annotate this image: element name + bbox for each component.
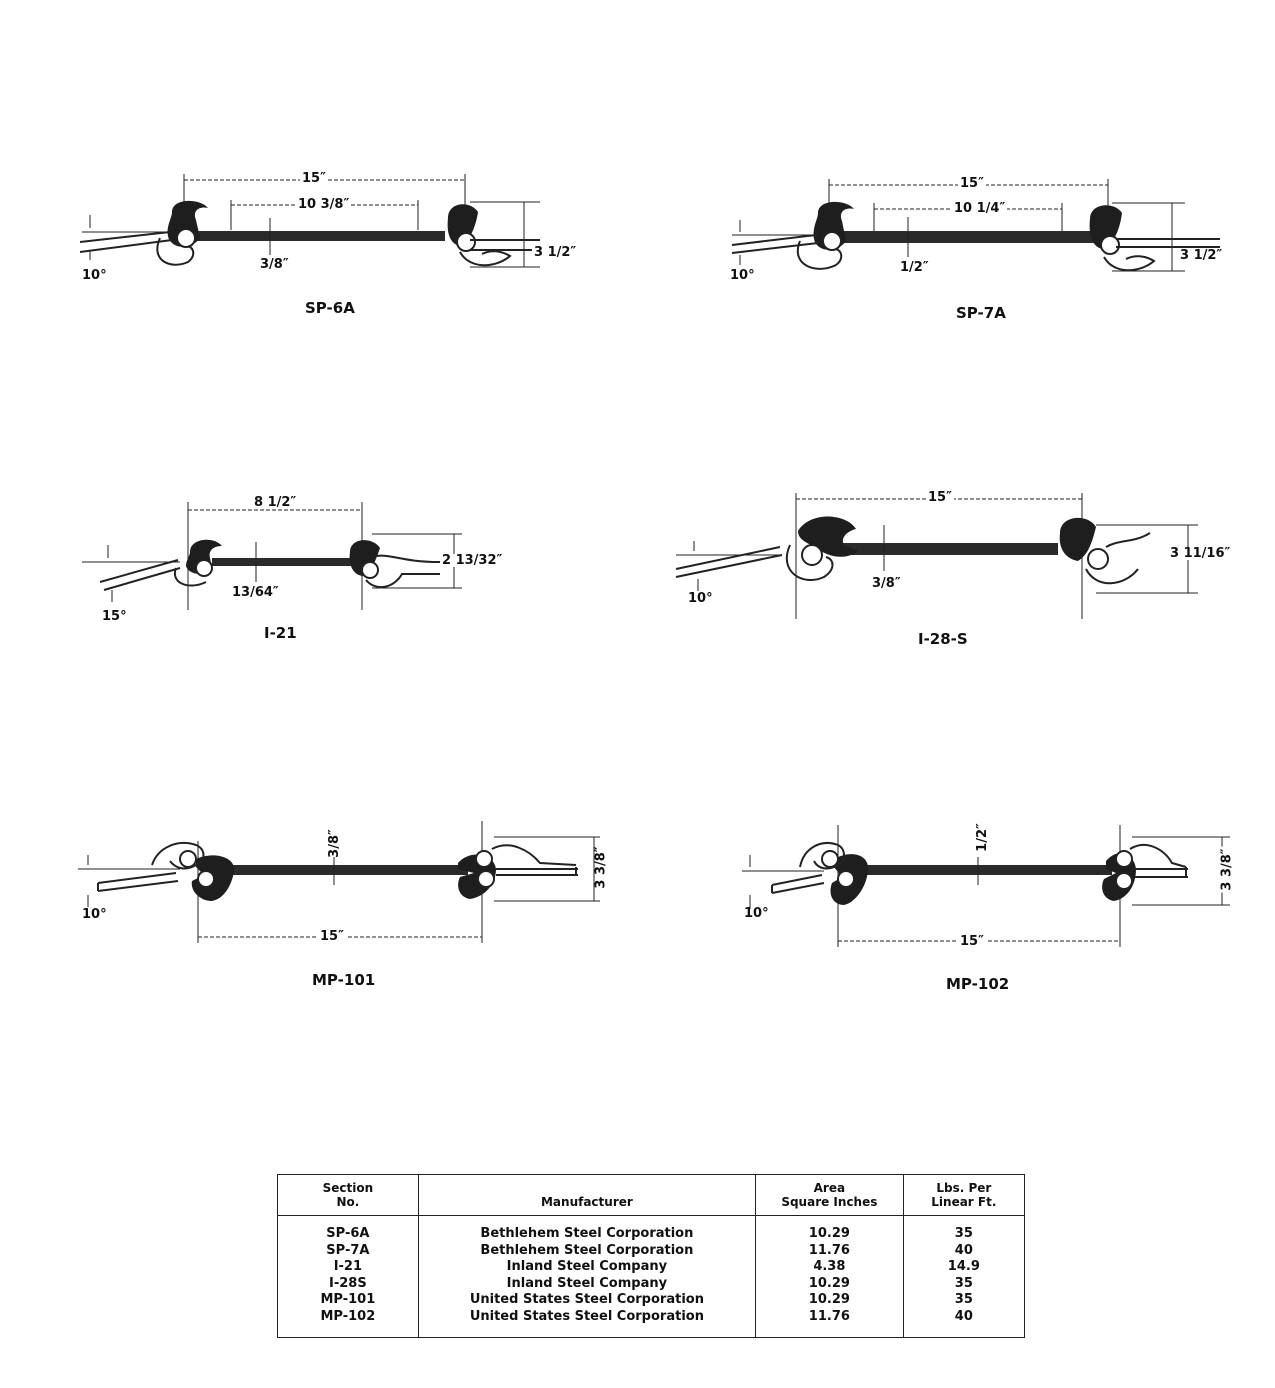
i-21-height-dim: 2 13/32″ [440, 553, 505, 568]
mp-102-web-dim: 1/2″ [974, 823, 990, 852]
sp-7a-overall-dim: 15″ [958, 176, 986, 191]
table-cell-section: I-28S [329, 1275, 367, 1291]
table-cell-manufacturer: Bethlehem Steel Corporation [480, 1242, 694, 1258]
section-mp-101: 15″ 3/8″ 3 3/8″ 10° MP-101 [0, 815, 640, 995]
section-mp-102: 15″ 1/2″ 3 3/8″ 10° MP-102 [640, 815, 1270, 1000]
i-21-overall-dim: 8 1/2″ [252, 495, 299, 510]
table-cell-lbs: 35 [954, 1275, 973, 1291]
header-area-line2: Square Inches [781, 1195, 878, 1209]
area-column: 10.29 11.76 4.38 10.29 10.29 11.76 [755, 1215, 904, 1338]
table-cell-section: MP-101 [320, 1292, 376, 1307]
mp-102-drawing [742, 825, 1230, 947]
table-cell-area: 10.29 [808, 1226, 850, 1241]
table-cell-lbs: 14.9 [947, 1259, 980, 1274]
header-section-line2: No. [336, 1195, 360, 1209]
sp-6a-height-dim: 3 1/2″ [532, 245, 579, 260]
sections-spec-table: Section No. Manufacturer Area Square Inc… [277, 1174, 1025, 1338]
i-28-s-height-dim: 3 11/16″ [1168, 546, 1233, 561]
header-section-no: Section No. [277, 1174, 419, 1216]
table-body: SP-6A SP-7A I-21 I-28S MP-101 MP-102 Bet… [278, 1215, 1025, 1338]
i-21-web-dim: 13/64″ [232, 585, 279, 600]
header-manufacturer: Manufacturer [417, 1174, 756, 1216]
section-i-21: 8 1/2″ 13/64″ 2 13/32″ 15° I-21 [0, 490, 640, 650]
table-cell-manufacturer: Inland Steel Company [506, 1259, 668, 1274]
mp-102-angle-label: 10° [744, 906, 769, 921]
sp-6a-inner-dim: 10 3/8″ [296, 197, 352, 212]
sp-6a-title: SP-6A [305, 299, 355, 317]
mp-101-web-dim: 3/8″ [326, 829, 342, 858]
mp-101-title: MP-101 [312, 971, 376, 989]
table-cell-lbs: 35 [954, 1292, 973, 1307]
table-cell-section: MP-102 [320, 1308, 376, 1324]
header-manufacturer-label: Manufacturer [540, 1195, 633, 1209]
lbs-column: 35 40 14.9 35 35 40 [902, 1215, 1025, 1338]
table-cell-area: 10.29 [808, 1275, 850, 1291]
header-lbs: Lbs. Per Linear Ft. [902, 1174, 1025, 1216]
table-cell-area: 11.76 [808, 1308, 850, 1324]
table-header-row: Section No. Manufacturer Area Square Inc… [277, 1174, 1025, 1216]
header-lbs-line2: Linear Ft. [931, 1195, 997, 1209]
sp-6a-drawing [79, 174, 540, 268]
sp-6a-overall-dim: 15″ [300, 171, 328, 186]
i-21-angle-label: 15° [102, 609, 127, 624]
table-cell-manufacturer: United States Steel Corporation [469, 1292, 704, 1307]
header-lbs-line1: Lbs. Per [936, 1181, 992, 1195]
table-cell-section: SP-7A [326, 1242, 370, 1258]
mp-101-overall-dim: 15″ [318, 929, 346, 944]
mp-102-overall-dim: 15″ [958, 934, 986, 949]
i-28-s-web-dim: 3/8″ [872, 576, 901, 591]
table-cell-area: 10.29 [808, 1292, 850, 1307]
header-section-line1: Section [322, 1181, 374, 1195]
section-column: SP-6A SP-7A I-21 I-28S MP-101 MP-102 [278, 1216, 419, 1338]
table-cell-section: SP-6A [326, 1226, 370, 1241]
mp-101-angle-label: 10° [82, 907, 107, 922]
table-cell-manufacturer: Inland Steel Company [506, 1275, 668, 1291]
table-cell-section: I-21 [333, 1259, 363, 1274]
i-28-s-title: I-28-S [918, 630, 968, 648]
table-cell-area: 4.38 [813, 1259, 846, 1274]
mp-102-height-dim: 3 3/8″ [1219, 846, 1235, 893]
sp-7a-title: SP-7A [956, 304, 1006, 322]
section-sp-6a: 15″ 10 3/8″ 3/8″ 3 1/2″ 10° SP-6A [0, 160, 640, 330]
sp-7a-drawing [731, 179, 1220, 272]
table-cell-lbs: 40 [954, 1242, 973, 1258]
header-area-line1: Area [813, 1181, 846, 1195]
sp-7a-angle-label: 10° [730, 268, 755, 283]
section-i-28-s: 15″ 3/8″ 3 11/16″ 10° I-28-S [640, 485, 1270, 655]
sp-6a-web-dim: 3/8″ [260, 257, 289, 272]
i-21-title: I-21 [264, 624, 297, 642]
mp-102-title: MP-102 [946, 975, 1010, 993]
sp-7a-inner-dim: 10 1/4″ [952, 201, 1008, 216]
section-sp-7a: 15″ 10 1/4″ 1/2″ 3 1/2″ 10° SP-7A [640, 165, 1260, 335]
mp-101-drawing [78, 821, 600, 943]
manufacturer-column: Bethlehem Steel Corporation Bethlehem St… [417, 1215, 756, 1338]
sp-7a-height-dim: 3 1/2″ [1178, 248, 1225, 263]
sp-7a-web-dim: 1/2″ [900, 260, 929, 275]
table-cell-lbs: 35 [954, 1226, 973, 1241]
table-cell-manufacturer: United States Steel Corporation [469, 1308, 704, 1324]
i-21-drawing [82, 502, 462, 610]
i-28-s-overall-dim: 15″ [926, 490, 954, 505]
sp-6a-angle-label: 10° [82, 268, 107, 283]
table-cell-manufacturer: Bethlehem Steel Corporation [480, 1226, 694, 1241]
table-cell-area: 11.76 [808, 1242, 850, 1258]
mp-101-height-dim: 3 3/8″ [593, 844, 609, 891]
header-area: Area Square Inches [755, 1174, 904, 1216]
table-cell-lbs: 40 [954, 1308, 973, 1324]
i-28-s-angle-label: 10° [688, 591, 713, 606]
